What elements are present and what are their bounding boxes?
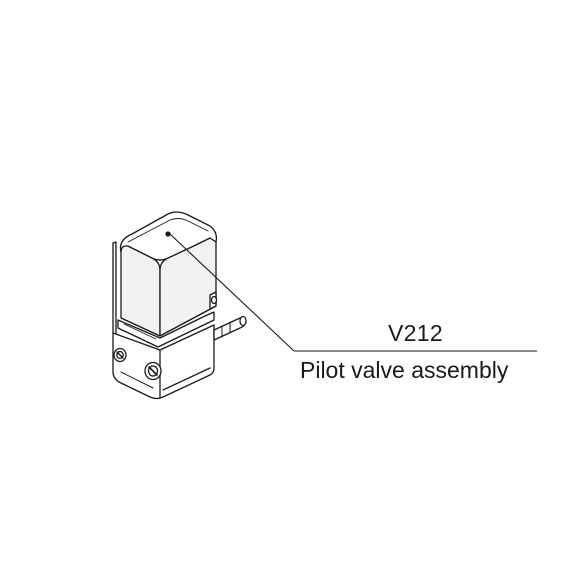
part-number-label: V212 xyxy=(388,320,443,346)
part-name-label: Pilot valve assembly xyxy=(300,357,509,383)
pilot-valve-illustration xyxy=(112,211,247,400)
valve-rear-plate xyxy=(112,241,117,338)
indicator-dot xyxy=(165,231,171,237)
housing-seam xyxy=(120,305,217,337)
front-screw xyxy=(144,361,162,381)
valve-clamp-band xyxy=(117,311,215,348)
solenoid-top-inner xyxy=(127,218,209,243)
pipe-fitting xyxy=(213,315,247,341)
callout-leader xyxy=(169,233,537,352)
valve-base-edge xyxy=(120,371,154,389)
left-screw xyxy=(113,347,127,363)
leader-line xyxy=(169,233,295,352)
valve-base-edge-lower xyxy=(162,367,211,391)
rear-fitting xyxy=(209,291,218,310)
housing-seam-inner xyxy=(123,323,157,340)
